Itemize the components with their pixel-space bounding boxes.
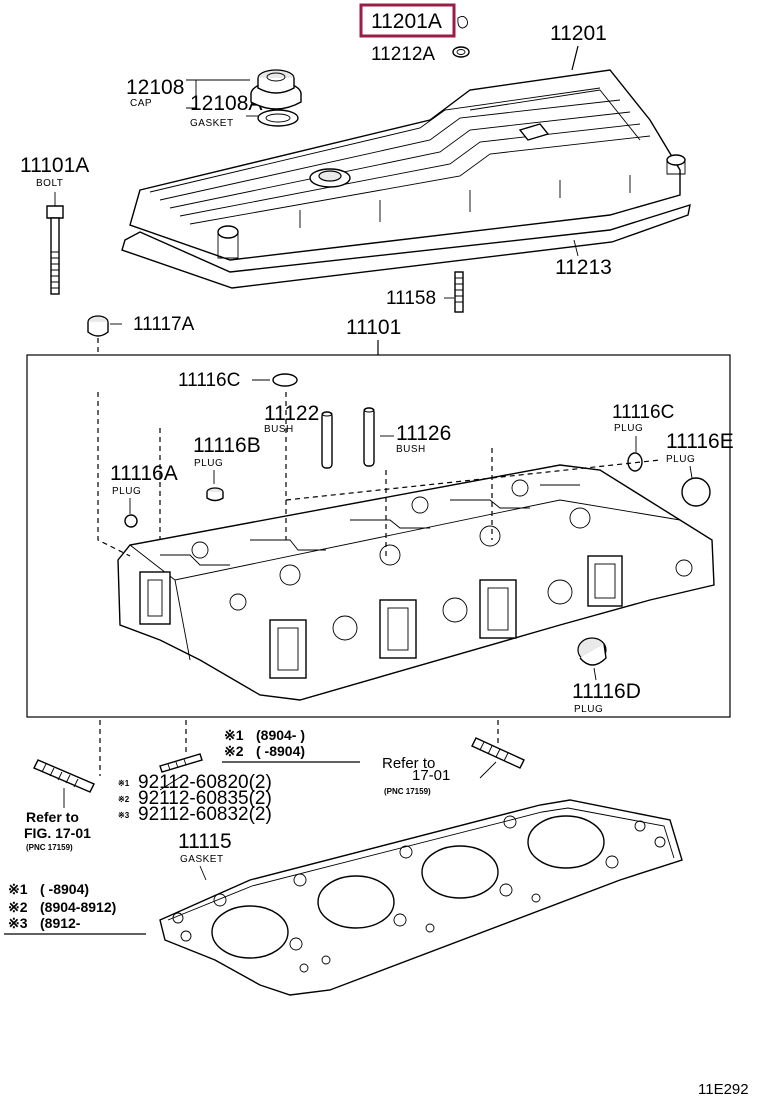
- refer-right-line2[interactable]: 17-01: [412, 767, 450, 784]
- label-11116D-sub: PLUG: [574, 704, 603, 715]
- label-11158[interactable]: 11158: [386, 288, 436, 309]
- highlight-box: [359, 3, 456, 38]
- stud-11158-icon: [454, 271, 464, 313]
- stud-left-icon: [33, 759, 95, 793]
- svg-text:※2: ※2: [8, 899, 28, 915]
- refer-left-pnc: (PNC 17159): [26, 843, 73, 852]
- plug-11117A-icon: [87, 315, 109, 337]
- plug-11116E-icon: [681, 477, 711, 507]
- plug-11116D-icon: [577, 637, 607, 666]
- svg-text:※3: ※3: [8, 915, 28, 931]
- plug-11116B-icon: [206, 487, 224, 502]
- svg-text:※1: ※1: [118, 779, 130, 788]
- label-11101A-sub: BOLT: [36, 178, 63, 189]
- oil-filler-cap-icon: [250, 69, 302, 110]
- stud-version-note: ※1 (8904- ) ※2 ( -8904): [222, 727, 360, 763]
- label-11116C-right[interactable]: 11116C: [612, 402, 674, 423]
- svg-text:( -8904): ( -8904): [256, 743, 305, 759]
- svg-text:(8912-: (8912-: [40, 915, 81, 931]
- cover-gasket-11213: [121, 203, 691, 289]
- refer-right-pnc: (PNC 17159): [384, 787, 431, 796]
- label-11116D[interactable]: 11116D: [572, 680, 641, 703]
- cylinder-head-11101: [117, 464, 715, 701]
- svg-text:※1: ※1: [224, 727, 244, 743]
- label-11122[interactable]: 11122: [264, 402, 319, 425]
- bush-11126-icon: [363, 407, 375, 467]
- diagram-id: 11E292: [698, 1081, 749, 1098]
- svg-text:※2: ※2: [118, 795, 130, 804]
- label-11116B[interactable]: 11116B: [193, 434, 261, 457]
- svg-text:92112-60832(2): 92112-60832(2): [138, 804, 272, 825]
- label-11115[interactable]: 11115: [178, 830, 232, 853]
- svg-text:※1: ※1: [8, 881, 28, 897]
- plug-11116A-icon: [124, 514, 138, 528]
- cap-gasket-icon: [257, 109, 299, 127]
- label-11122-sub: BUSH: [264, 424, 294, 435]
- label-11213[interactable]: 11213: [555, 256, 612, 279]
- label-11212A[interactable]: 11212A: [371, 44, 435, 65]
- head-gasket-11115: [159, 799, 683, 996]
- label-11116E[interactable]: 11116E: [666, 430, 734, 453]
- refer-left-line2[interactable]: FIG. 17-01: [24, 825, 91, 841]
- stud-part-list: ※1 92112-60820(2) ※2 92112-60835(2) ※3 9…: [118, 772, 272, 825]
- label-12108[interactable]: 12108: [126, 76, 184, 99]
- bush-11122-icon: [321, 411, 333, 469]
- label-12108-sub: CAP: [130, 98, 152, 109]
- label-11101A[interactable]: 11101A: [20, 154, 89, 177]
- plug-11116C-top-icon: [272, 373, 298, 387]
- cylinder-head-cover: [129, 69, 686, 261]
- label-11117A[interactable]: 11117A: [133, 314, 195, 335]
- stud-center-icon: [159, 753, 203, 773]
- oring-11212A-icon: [452, 46, 470, 58]
- cylinder-head-frame: [26, 354, 731, 718]
- svg-text:(8904- ): (8904- ): [256, 727, 305, 743]
- head-bolt-icon: [46, 192, 64, 295]
- oil-filler-clip-icon: [457, 15, 468, 29]
- label-11116E-sub: PLUG: [666, 454, 695, 465]
- svg-text:(8904-8912): (8904-8912): [40, 899, 116, 915]
- svg-text:※2: ※2: [224, 743, 244, 759]
- label-11116C-top[interactable]: 11116C: [178, 370, 240, 391]
- svg-text:92112-60820(2): 92112-60820(2): [138, 772, 272, 793]
- label-11116A[interactable]: 11116A: [110, 462, 178, 485]
- stud-right-icon: [471, 737, 525, 769]
- label-12108A-sub: GASKET: [190, 118, 234, 129]
- label-11201A[interactable]: 11201A: [371, 10, 442, 33]
- refer-left-line1[interactable]: Refer to: [26, 809, 79, 825]
- plug-11116C-right-icon: [627, 452, 643, 472]
- label-11115-sub: GASKET: [180, 854, 224, 865]
- label-11116A-sub: PLUG: [112, 486, 141, 497]
- label-11126-sub: BUSH: [396, 444, 426, 455]
- label-11201[interactable]: 11201: [550, 22, 607, 45]
- refer-right-line1[interactable]: Refer to: [382, 755, 435, 772]
- label-11116B-sub: PLUG: [194, 458, 223, 469]
- label-11101[interactable]: 11101: [346, 316, 401, 339]
- svg-text:92112-60835(2): 92112-60835(2): [138, 788, 272, 809]
- label-12108A[interactable]: 12108A: [190, 92, 262, 115]
- svg-text:※3: ※3: [118, 811, 130, 820]
- gasket-version-note: ※1 ( -8904) ※2 (8904-8912) ※3 (8912-: [4, 881, 146, 935]
- label-11126[interactable]: 11126: [396, 422, 451, 445]
- label-11116C-right-sub: PLUG: [614, 423, 643, 434]
- svg-text:( -8904): ( -8904): [40, 881, 89, 897]
